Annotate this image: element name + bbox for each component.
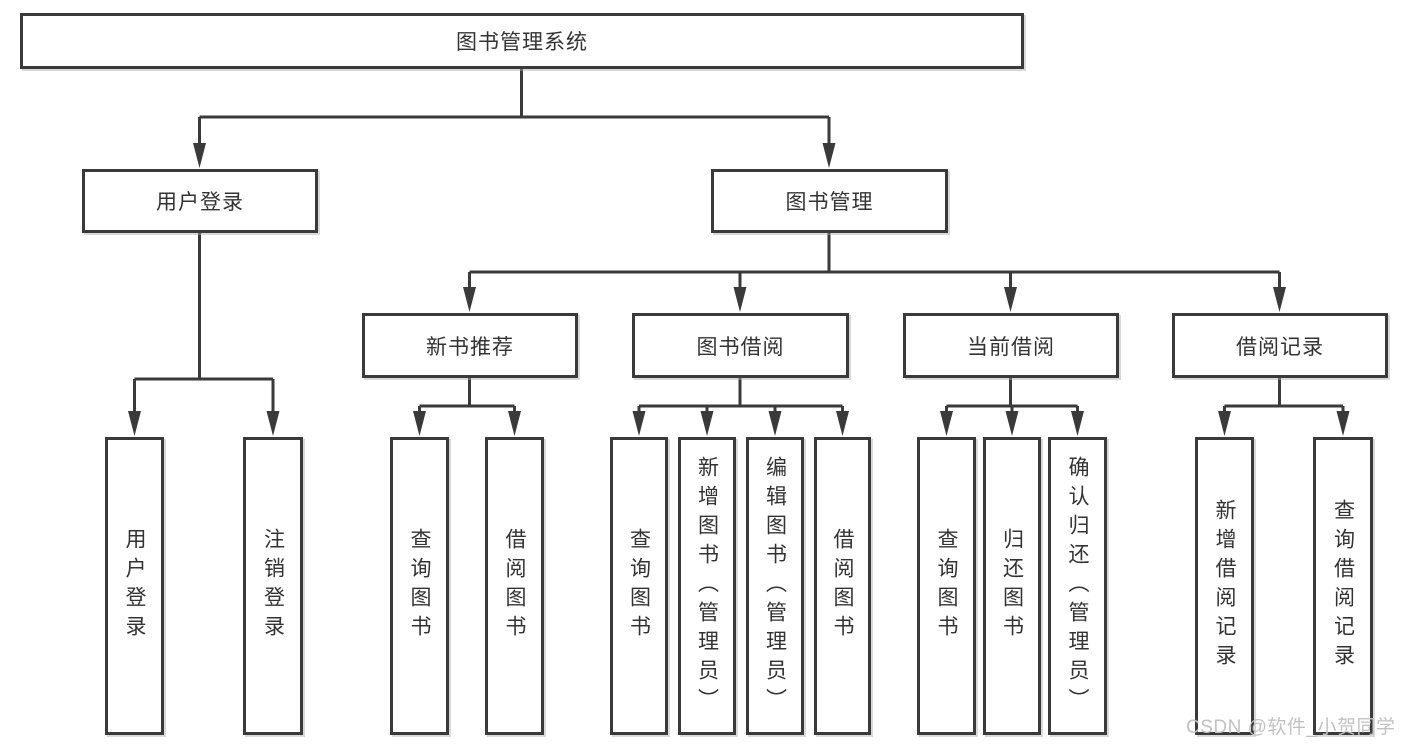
edge-user-login-to-leaves bbox=[133, 232, 275, 413]
leaf-rec-borrow-book: 借阅图书 bbox=[485, 437, 544, 735]
node-root-label: 图书管理系统 bbox=[456, 31, 588, 54]
leaf-current-query-book-label: 查询图书 bbox=[935, 528, 958, 644]
edge-current-borrow-to-leaves bbox=[945, 377, 1079, 413]
node-book-borrow: 图书借阅 bbox=[632, 313, 849, 378]
leaf-record-query-record-label: 查询借阅记录 bbox=[1331, 499, 1355, 673]
leaf-rec-borrow-book-label: 借阅图书 bbox=[503, 528, 526, 644]
leaf-borrow-borrow-book-label: 借阅图书 bbox=[831, 528, 854, 644]
node-book-mgmt: 图书管理 bbox=[711, 169, 948, 233]
leaf-user-login: 用户登录 bbox=[105, 437, 164, 735]
leaf-user-login-label: 用户登录 bbox=[123, 528, 146, 644]
leaf-borrow-add-book-label: 新增图书（管理员） bbox=[695, 455, 719, 717]
leaf-borrow-add-book: 新增图书（管理员） bbox=[678, 437, 736, 735]
edge-book-borrow-to-leaves bbox=[637, 377, 844, 413]
leaf-borrow-query-book: 查询图书 bbox=[610, 437, 668, 735]
leaf-borrow-edit-book: 编辑图书（管理员） bbox=[746, 437, 804, 735]
node-new-book-rec: 新书推荐 bbox=[362, 313, 578, 378]
leaf-borrow-edit-book-label: 编辑图书（管理员） bbox=[763, 455, 787, 717]
node-book-borrow-label: 图书借阅 bbox=[696, 335, 785, 359]
leaf-rec-query-book-label: 查询图书 bbox=[408, 528, 431, 644]
node-current-borrow-label: 当前借阅 bbox=[967, 335, 1055, 359]
leaf-borrow-query-book-label: 查询图书 bbox=[627, 528, 651, 644]
leaf-logout: 注销登录 bbox=[243, 437, 303, 735]
leaf-record-add-record: 新增借阅记录 bbox=[1195, 437, 1254, 735]
leaf-current-confirm-return-label: 确认归还（管理员） bbox=[1066, 455, 1089, 717]
edge-root-to-level2 bbox=[198, 68, 831, 145]
edge-borrow-record-to-leaves bbox=[1223, 377, 1345, 413]
node-user-login: 用户登录 bbox=[82, 169, 318, 233]
node-user-login-label: 用户登录 bbox=[156, 191, 244, 214]
node-borrow-record-label: 借阅记录 bbox=[1236, 335, 1324, 359]
node-book-mgmt-label: 图书管理 bbox=[785, 191, 874, 214]
leaf-record-query-record: 查询借阅记录 bbox=[1313, 437, 1373, 735]
leaf-current-return-book-label: 归还图书 bbox=[1000, 528, 1024, 644]
arrowheads-book-borrow-to-leaves bbox=[632, 411, 849, 436]
leaf-borrow-borrow-book: 借阅图书 bbox=[814, 437, 871, 735]
node-borrow-record: 借阅记录 bbox=[1172, 313, 1388, 378]
arrowheads-borrow-record-to-leaves bbox=[1218, 411, 1350, 436]
arrowheads-new-book-rec-to-leaves bbox=[413, 411, 521, 436]
leaf-logout-label: 注销登录 bbox=[261, 528, 285, 644]
arrowheads-current-borrow-to-leaves bbox=[940, 411, 1084, 436]
arrowheads-user-login-to-leaves bbox=[128, 411, 280, 436]
node-current-borrow: 当前借阅 bbox=[903, 313, 1119, 378]
edge-book-mgmt-to-level3 bbox=[468, 232, 1281, 289]
leaf-record-add-record-label: 新增借阅记录 bbox=[1213, 499, 1236, 673]
leaf-current-query-book: 查询图书 bbox=[917, 437, 976, 735]
arrowheads-book-mgmt-to-level3 bbox=[463, 287, 1286, 312]
leaf-current-confirm-return: 确认归还（管理员） bbox=[1048, 437, 1107, 735]
edge-new-book-rec-to-leaves bbox=[418, 377, 516, 413]
node-root: 图书管理系统 bbox=[20, 13, 1024, 69]
leaf-current-return-book: 归还图书 bbox=[983, 437, 1041, 735]
csdn-watermark: CSDN @软件_小贺同学 bbox=[1186, 717, 1396, 738]
node-new-book-rec-label: 新书推荐 bbox=[426, 335, 514, 359]
leaf-rec-query-book: 查询图书 bbox=[390, 437, 449, 735]
arrowheads-root-to-level2 bbox=[193, 143, 836, 168]
